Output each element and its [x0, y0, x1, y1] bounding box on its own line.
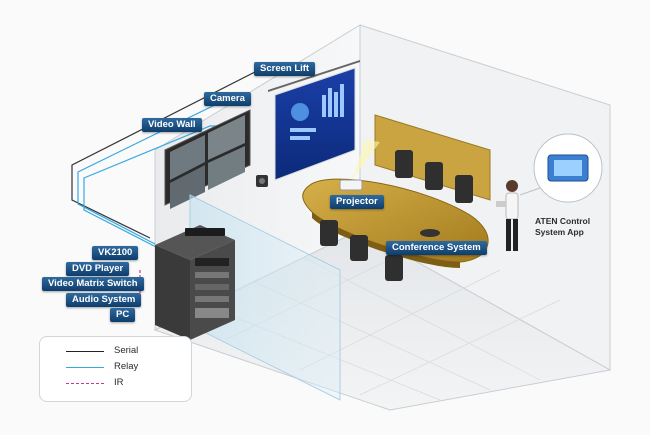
label-dvd-player: DVD Player [66, 262, 130, 276]
projector-device [339, 179, 363, 191]
video-wall [164, 109, 251, 209]
app-label: ATEN Control System App [535, 216, 590, 238]
legend-swatch-serial [66, 351, 104, 352]
person-figure [496, 180, 519, 251]
app-label-line1: ATEN Control [535, 216, 591, 226]
legend-label-relay: Relay [114, 361, 139, 372]
app-label-line2: System App [535, 227, 584, 237]
label-conference-system: Conference System [386, 241, 487, 255]
label-vk2100: VK2100 [92, 246, 139, 260]
label-video-wall: Video Wall [142, 118, 202, 132]
label-camera: Camera [204, 92, 251, 106]
camera-device [256, 175, 268, 187]
legend-swatch-relay [66, 367, 104, 368]
label-pc: PC [110, 308, 136, 322]
speakerphone [420, 229, 440, 237]
equipment-rack [155, 225, 235, 340]
legend-label-ir: IR [114, 377, 124, 388]
label-video-matrix-switch: Video Matrix Switch [42, 277, 144, 291]
projection-screen [268, 60, 360, 181]
label-projector: Projector [330, 195, 384, 209]
tablet-bubble [519, 133, 603, 203]
label-screen-lift: Screen Lift [254, 62, 316, 76]
legend-swatch-ir [66, 383, 104, 384]
legend: Serial Relay IR [39, 336, 192, 402]
legend-label-serial: Serial [114, 345, 139, 356]
label-audio-system: Audio System [66, 293, 142, 307]
